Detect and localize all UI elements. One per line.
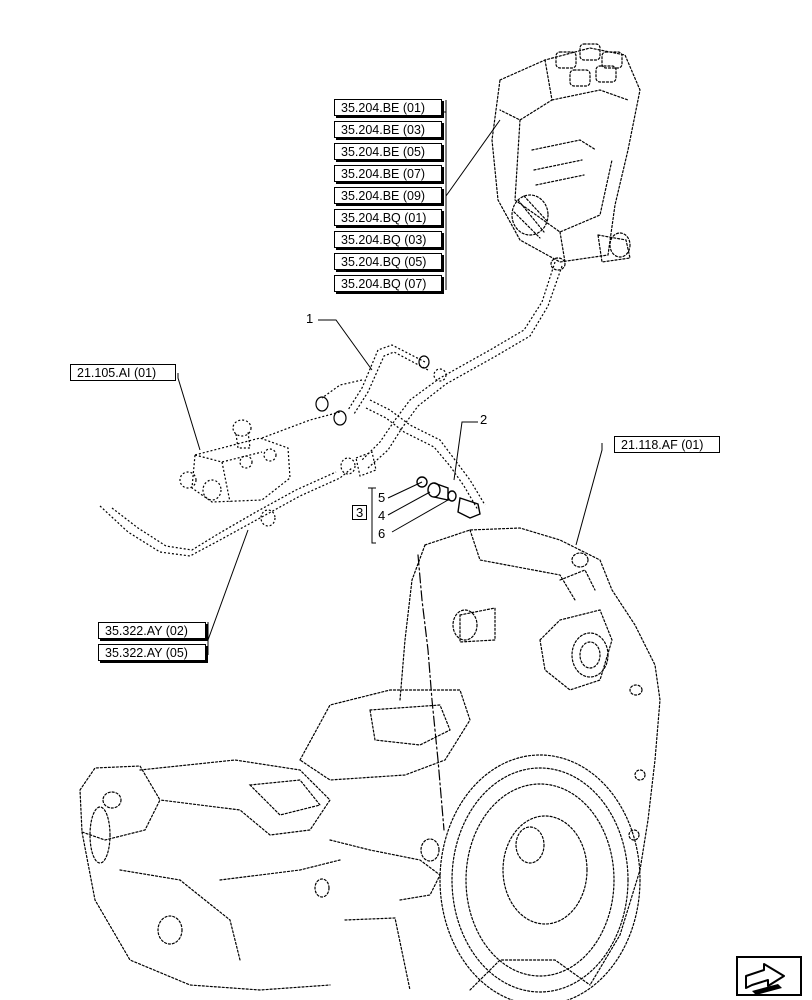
callout-item-2: 2: [480, 412, 488, 427]
transmission-housing: [299, 527, 661, 1000]
ref-valve-bq-05[interactable]: 35.204.BQ (05): [334, 253, 442, 270]
ref-valve-07[interactable]: 35.204.BE (07): [334, 165, 442, 182]
ref-coupler-05[interactable]: 35.322.AY (05): [98, 644, 206, 661]
ref-valve-bq-01[interactable]: 35.204.BQ (01): [334, 209, 442, 226]
ref-transmission[interactable]: 21.118.AF (01): [614, 436, 720, 453]
ref-valve-03[interactable]: 35.204.BE (03): [334, 121, 442, 138]
seal-kit-parts: [416, 476, 481, 519]
rear-axle-housing: [79, 759, 441, 991]
callout-item-4: 4: [378, 508, 386, 523]
callout-item-6: 6: [378, 526, 386, 541]
ref-valve-05[interactable]: 35.204.BE (05): [334, 143, 442, 160]
next-page-arrow-icon: [745, 963, 785, 995]
ref-valve-09[interactable]: 35.204.BE (09): [334, 187, 442, 204]
tube-fittings: [260, 355, 447, 527]
ref-valve-bq-03[interactable]: 35.204.BQ (03): [334, 231, 442, 248]
ref-valve-01[interactable]: 35.204.BE (01): [334, 99, 442, 116]
control-valve-assembly: [491, 43, 641, 271]
callout-kit-3: 3: [352, 505, 368, 520]
ref-valve-bq-07[interactable]: 35.204.BQ (07): [334, 275, 442, 292]
next-page-button[interactable]: [736, 956, 802, 996]
ref-hitch-valve[interactable]: 21.105.AI (01): [70, 364, 176, 381]
hydraulic-tubes: [99, 261, 563, 557]
hitch-control-valve: [179, 411, 341, 503]
leader-lines: [177, 100, 603, 655]
callout-item-1: 1: [306, 311, 314, 326]
callout-item-5: 5: [378, 490, 386, 505]
ref-coupler-02[interactable]: 35.322.AY (02): [98, 622, 206, 639]
